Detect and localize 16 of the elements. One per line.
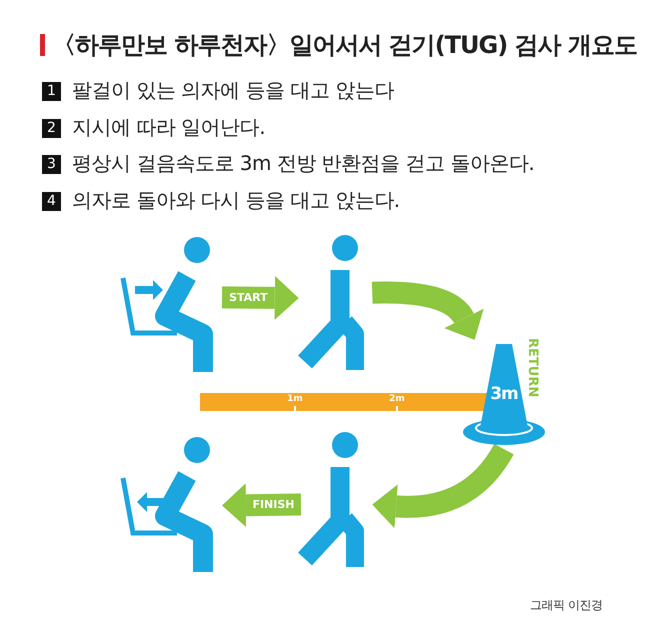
arrow bbox=[222, 276, 299, 320]
credit-text: 그래픽 이진경 bbox=[530, 597, 602, 614]
title: 〈하루만보 하루천자〉일어서서 걷기(TUG) 검사 개요도 bbox=[52, 30, 637, 61]
step-text: 평상시 걸음속도로 3m 전방 반환점을 걷고 돌아온다. bbox=[72, 150, 534, 177]
vertical-label: RETURN bbox=[525, 338, 540, 398]
step-number: 4 bbox=[42, 192, 61, 211]
cone-label: 3m bbox=[489, 384, 519, 404]
arrow bbox=[222, 483, 302, 528]
step-text: 지시에 따라 일어난다. bbox=[72, 114, 266, 141]
step-number: 2 bbox=[42, 119, 61, 138]
step-text: 팔걸이 있는 의자에 등을 대고 앉는다 bbox=[72, 77, 394, 104]
step-text: 의자로 돌아와 다시 등을 대고 앉는다. bbox=[72, 187, 400, 214]
tick-label: 1m bbox=[286, 394, 304, 404]
tick-label: 2m bbox=[388, 394, 406, 404]
step-number: 3 bbox=[42, 155, 61, 174]
step-number: 1 bbox=[42, 82, 61, 101]
